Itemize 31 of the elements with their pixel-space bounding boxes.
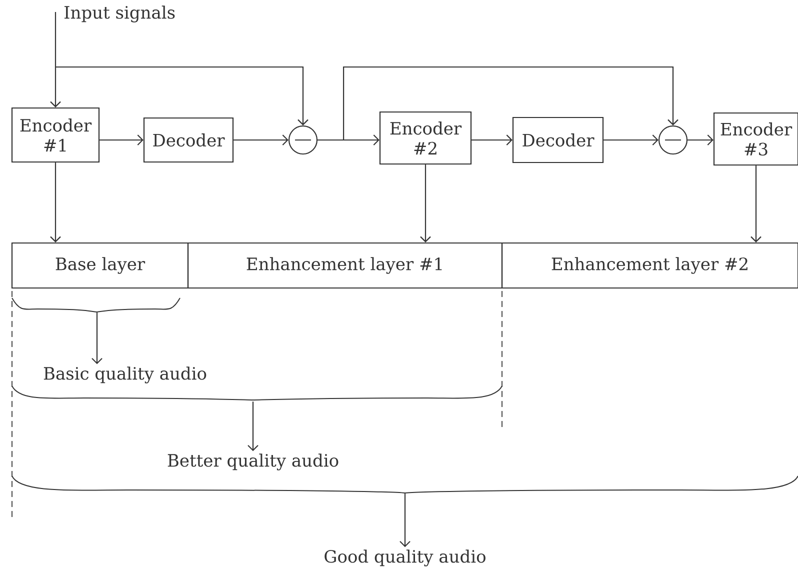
arrow: [234, 134, 288, 146]
brace: [12, 386, 502, 400]
arrow: [604, 134, 658, 146]
arrow: [92, 312, 102, 364]
output-label: Better quality audio: [168, 454, 338, 470]
arrow: [100, 134, 144, 146]
process-box: Decoder: [143, 117, 234, 163]
subtractor-circle: [288, 125, 318, 155]
layer-cell: Enhancement layer #2: [501, 242, 798, 289]
layer-cell: Enhancement layer #1: [187, 242, 503, 289]
input-label: Input signals: [64, 6, 175, 22]
output-label: Basic quality audio: [44, 366, 206, 384]
output-label: Good quality audio: [324, 550, 486, 566]
process-box: Decoder: [512, 116, 604, 164]
subtractor-circle: [658, 125, 688, 155]
brace: [12, 476, 798, 494]
process-box: Encoder #3: [713, 112, 798, 166]
brace: [12, 298, 180, 312]
arrow: [688, 134, 714, 146]
arrow: [400, 494, 410, 548]
arrow: [472, 134, 512, 146]
arrow: [420, 164, 431, 242]
process-box: Encoder #2: [379, 111, 472, 165]
arrow: [248, 402, 258, 452]
arrow: [56, 66, 308, 126]
layer-cell: Base layer: [11, 242, 189, 289]
arrow: [50, 162, 61, 242]
arrow: [318, 66, 678, 141]
arrow: [750, 166, 762, 242]
process-box: Encoder #1: [11, 107, 100, 163]
arrow: [50, 12, 61, 108]
